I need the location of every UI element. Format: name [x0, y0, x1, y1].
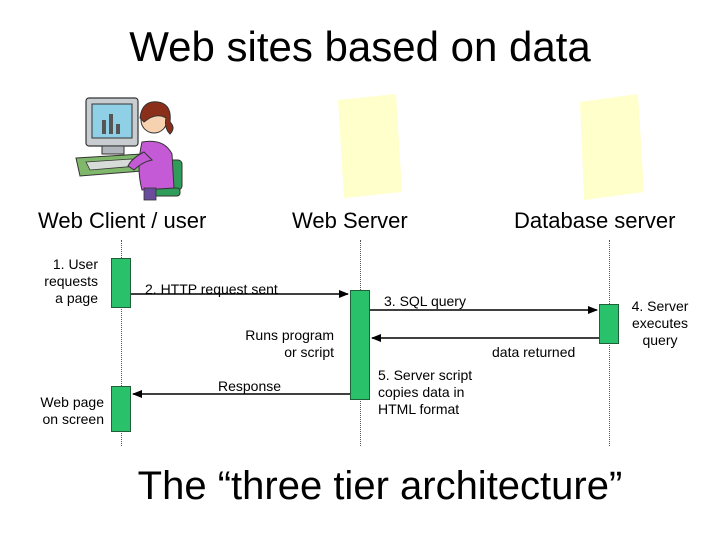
column-label-server: Web Server — [292, 208, 408, 233]
server-document-icon — [338, 94, 402, 198]
user-at-computer-icon — [75, 97, 183, 201]
slide-title: Web sites based on data — [129, 23, 591, 70]
server-activation-bar — [350, 290, 370, 400]
column-label-database: Database server — [514, 208, 676, 233]
step-server-executes: 4. Server executes query — [631, 298, 689, 348]
client-request-bar — [111, 258, 131, 308]
step-response: Response — [218, 378, 282, 394]
database-document-icon — [580, 94, 644, 200]
step-user-requests: 1. User requests a page — [44, 256, 98, 306]
client-lifeline — [121, 240, 123, 446]
column-label-client: Web Client / user — [38, 208, 207, 233]
footer-caption: The “three tier architecture” — [137, 464, 623, 508]
step-server-script: 5. Server script copies data in HTML for… — [378, 367, 473, 417]
step-runs-program: Runs program or script — [245, 327, 334, 360]
client-display-bar — [111, 386, 131, 432]
database-activation-bar — [599, 304, 619, 344]
step-data-returned: data returned — [492, 344, 576, 360]
step-web-page: Web page on screen — [40, 394, 104, 427]
step-sql-query: 3. SQL query — [384, 293, 466, 309]
step-http-request: 2. HTTP request sent — [145, 281, 278, 297]
